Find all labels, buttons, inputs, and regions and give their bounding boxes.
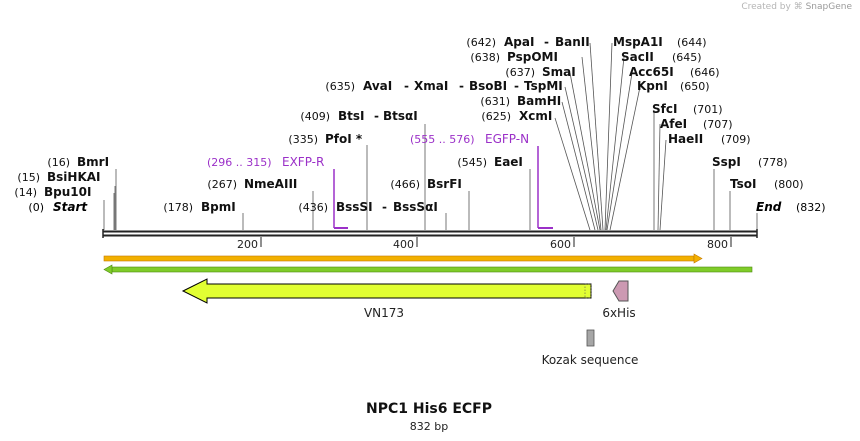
site-name: BsiHKAI [47, 170, 101, 184]
site-name: BsrFI [427, 177, 462, 191]
site-name: Bpu10I [44, 185, 91, 199]
site-name: BpmI [201, 200, 236, 214]
primer-egfp-n-name: EGFP-N [485, 132, 529, 146]
site-name-alt: TspMI [524, 79, 563, 93]
site-name: XcmI [519, 109, 552, 123]
site-pos: (545) [457, 156, 487, 169]
site-pos: (707) [703, 118, 733, 131]
site-name: BmrI [77, 155, 109, 169]
feature-label-6xhis: 6xHis [602, 306, 635, 320]
construct-length: 832 bp [409, 420, 449, 433]
site-name: PspOMI [507, 50, 558, 64]
site-pos: (645) [672, 51, 702, 64]
site-pos: (646) [690, 66, 720, 79]
site-pos: (642) [466, 36, 496, 49]
site-pos: (709) [721, 133, 751, 146]
site-pos: (14) [14, 186, 37, 199]
site-separator: - [544, 35, 549, 49]
restriction-sites: (16) BmrI (15) BsiHKAI (14) Bpu10I (178)… [14, 35, 803, 214]
site-name-alt: BtsαI [383, 109, 418, 123]
site-name: PfoI * [325, 132, 363, 146]
snapgene-logo-icon: ⌘ [793, 2, 803, 12]
site-pos: (178) [163, 201, 193, 214]
site-pos: (631) [480, 95, 510, 108]
tick-label: 200 [237, 238, 258, 251]
site-name-alt: BsoBI [469, 79, 507, 93]
site-name: MspA1I [613, 35, 663, 49]
site-pos: (800) [774, 178, 804, 191]
site-pos: (637) [505, 66, 535, 79]
feature-vn173 [181, 278, 592, 304]
primer-exfp-r [333, 169, 348, 229]
site-name-alt: BssSαI [393, 200, 438, 214]
orf-forward [103, 253, 703, 264]
site-name: TsoI [730, 177, 756, 191]
site-pos: (267) [207, 178, 237, 191]
site-name: EaeI [494, 155, 523, 169]
site-separator: - [459, 79, 464, 93]
feature-kozak [586, 329, 595, 347]
site-pos: (625) [481, 110, 511, 123]
site-separator: - [374, 109, 379, 123]
tick-label: 600 [550, 238, 571, 251]
primer-egfp-n-range: (555 .. 576) [410, 133, 475, 146]
site-name-alt: BanII [555, 35, 590, 49]
primer-exfp-r-name: EXFP-R [282, 155, 324, 169]
site-separator: - [382, 200, 387, 214]
primer-egfp-n [537, 146, 553, 229]
feature-6xhis [612, 280, 629, 302]
site-name: SfcI [652, 102, 677, 116]
site-name: ApaI [504, 35, 534, 49]
site-pos: (335) [288, 133, 318, 146]
site-pos: (638) [470, 51, 500, 64]
site-pos: (16) [47, 156, 70, 169]
site-pos: (635) [325, 80, 355, 93]
end-pos: (832) [796, 201, 826, 214]
site-name: HaeII [668, 132, 703, 146]
scale-tick-labels: 200 400 600 800 [237, 238, 728, 251]
scale-ticks [260, 237, 732, 247]
site-pos: (466) [390, 178, 420, 191]
site-name: SmaI [542, 65, 576, 79]
site-pos: (701) [693, 103, 723, 116]
start-label: Start [53, 200, 88, 214]
site-name: SspI [712, 155, 741, 169]
site-name: AvaI [363, 79, 392, 93]
site-name: Acc65I [629, 65, 674, 79]
site-separator: - [514, 79, 519, 93]
site-separator: - [404, 79, 409, 93]
end-label: End [756, 200, 782, 214]
site-name: NmeAIII [244, 177, 297, 191]
site-pos: (778) [758, 156, 788, 169]
primer-exfp-r-range: (296 .. 315) [207, 156, 272, 169]
site-name: BssSI [336, 200, 373, 214]
site-pos: (644) [677, 36, 707, 49]
site-name-alt: XmaI [414, 79, 448, 93]
site-name: BtsI [338, 109, 365, 123]
tick-label: 400 [393, 238, 414, 251]
site-name: SacII [621, 50, 654, 64]
feature-label-kozak: Kozak sequence [542, 353, 639, 367]
snapgene-credit: Created by ⌘ SnapGene [741, 2, 852, 12]
site-name: KpnI [637, 79, 668, 93]
site-pos: (650) [680, 80, 710, 93]
credit-prefix: Created by [741, 2, 791, 12]
credit-brand: SnapGene [805, 2, 852, 12]
site-pos: (15) [17, 171, 40, 184]
feature-label-vn173: VN173 [364, 306, 404, 320]
site-name: AfeI [660, 117, 687, 131]
site-name: BamHI [517, 94, 561, 108]
site-leader-lines [103, 42, 758, 231]
site-pos: (436) [298, 201, 328, 214]
construct-title: NPC1 His6 ECFP [366, 401, 492, 417]
start-pos: (0) [28, 201, 44, 214]
sequence-backbone [102, 229, 758, 238]
orf-reverse [103, 264, 753, 275]
tick-label: 800 [707, 238, 728, 251]
site-pos: (409) [300, 110, 330, 123]
